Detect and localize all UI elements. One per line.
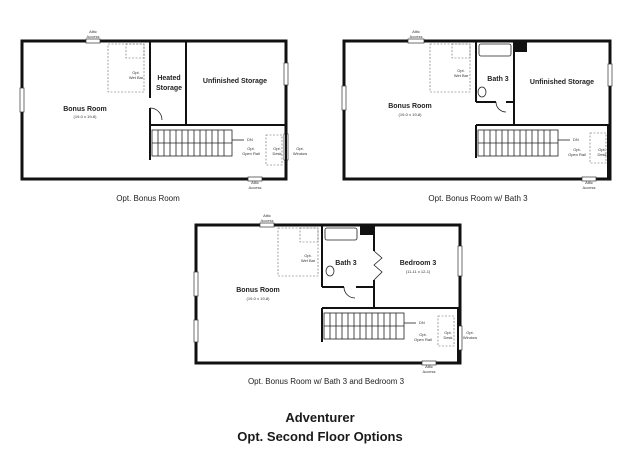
wet-bar-label-2: Wet Bar — [129, 75, 144, 80]
attic-access-top-label-2: Access — [410, 34, 423, 39]
plan-caption: Opt. Bonus Room — [116, 194, 180, 203]
bonus-room-label: Bonus Room — [236, 287, 280, 294]
exterior-walls — [20, 39, 288, 181]
stairs — [323, 312, 405, 340]
unfinished-storage-label: Unfinished Storage — [530, 79, 594, 86]
open-rail-label-1: Opt. — [247, 146, 255, 151]
heated-storage-label-2: Storage — [156, 85, 182, 92]
bath-label: Bath 3 — [335, 260, 357, 267]
attic-access-bottom-label-1: Attic — [585, 180, 593, 185]
open-rail-label-1: Opt. — [573, 147, 581, 152]
wet-bar-label-2: Wet Bar — [301, 258, 316, 263]
interior-walls — [149, 41, 287, 179]
plan-caption: Opt. Bonus Room w/ Bath 3 — [428, 194, 528, 203]
open-rail-label-2: Open Rail — [414, 337, 432, 342]
attic-access-bottom-label-2: Access — [423, 369, 436, 374]
unfinished-storage-label: Unfinished Storage — [203, 78, 267, 85]
attic-access-top-label-2: Access — [87, 34, 100, 39]
wet-bar-label-2: Wet Bar — [454, 73, 469, 78]
attic-access-bottom-label-1: Attic — [425, 364, 433, 369]
bonus-room-dimensions: (19-0 x 19-8) — [74, 114, 98, 119]
stairs-down-label: DN — [247, 137, 253, 142]
window-label-1: Opt. — [466, 330, 474, 335]
attic-access-top-label-1: Attic — [89, 29, 97, 34]
plan-caption: Opt. Bonus Room w/ Bath 3 and Bedroom 3 — [248, 377, 405, 386]
plan-bonus-room-bath — [341, 38, 613, 182]
open-rail-label-1: Opt. — [419, 332, 427, 337]
open-rail-label-2: Open Rail — [242, 151, 260, 156]
bonus-room-label: Bonus Room — [388, 103, 432, 110]
desk-label-1: Opt. — [273, 146, 281, 151]
attic-access-bottom-label-2: Access — [583, 185, 596, 190]
exterior-walls — [194, 223, 462, 365]
wet-bar-outline — [277, 227, 319, 277]
wet-bar-outline — [429, 43, 471, 93]
bathtub — [478, 43, 512, 57]
desk-label-2: Desk — [272, 151, 281, 156]
window-label-2: Window — [463, 335, 477, 340]
interior-walls — [321, 225, 460, 363]
interior-walls — [475, 41, 610, 179]
desk-label-2: Desk — [597, 152, 606, 157]
sheet-title: Adventurer — [285, 410, 354, 425]
plan-bonus-room-bath-bedroom — [193, 222, 463, 366]
bonus-room-label: Bonus Room — [63, 106, 107, 113]
bathtub — [324, 227, 358, 241]
stairs-down-label: DN — [573, 137, 579, 142]
desk-label-2: Desk — [443, 335, 452, 340]
bedroom-dimensions: (11-11 x 12-1) — [406, 269, 431, 274]
bath-label: Bath 3 — [487, 76, 509, 83]
bedroom-label: Bedroom 3 — [400, 260, 437, 267]
wet-bar-label-1: Opt. — [457, 68, 465, 73]
sheet-subtitle: Opt. Second Floor Options — [237, 429, 402, 444]
stairs — [477, 129, 559, 157]
attic-access-top-label-2: Access — [261, 218, 274, 223]
attic-access-bottom-label-1: Attic — [251, 180, 259, 185]
open-rail-label-2: Open Rail — [568, 152, 586, 157]
attic-access-bottom-label-2: Access — [249, 185, 262, 190]
stairs — [151, 129, 233, 157]
wet-bar-label-1: Opt. — [132, 70, 140, 75]
attic-access-top-label-1: Attic — [412, 29, 420, 34]
window-label-1: Opt. — [296, 146, 304, 151]
stairs-down-label: DN — [419, 320, 425, 325]
attic-access-top-label-1: Attic — [263, 213, 271, 218]
bonus-room-dimensions: (19-0 x 19-8) — [399, 112, 423, 117]
desk-label-1: Opt. — [444, 330, 452, 335]
plan-bonus-room — [19, 38, 289, 182]
heated-storage-label-1: Heated — [157, 75, 180, 82]
window-label-2: Window — [293, 151, 307, 156]
desk-label-1: Opt. — [598, 147, 606, 152]
wet-bar-label-1: Opt. — [304, 253, 312, 258]
bonus-room-dimensions: (19-0 x 19-8) — [247, 296, 271, 301]
